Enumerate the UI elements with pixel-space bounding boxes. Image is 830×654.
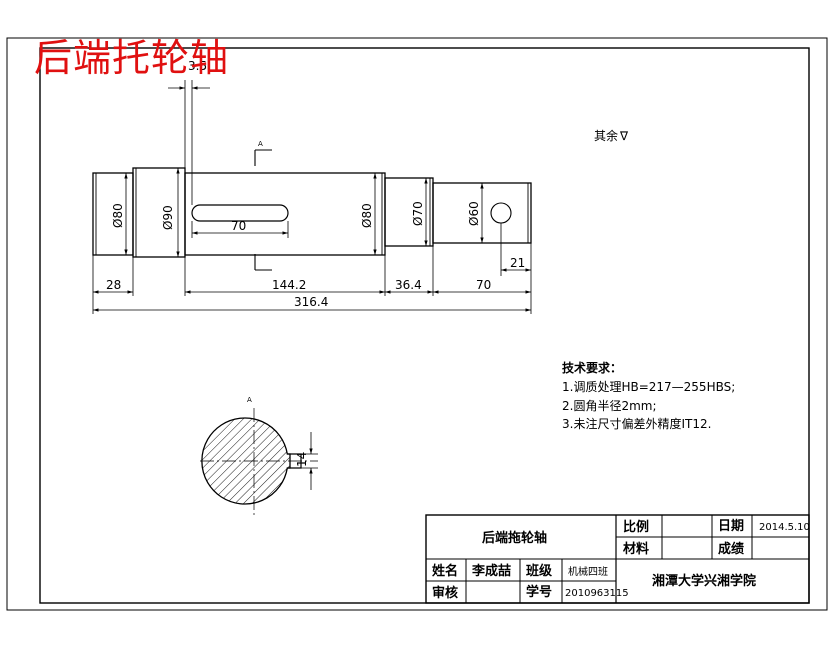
tb-class-value: 机械四班: [568, 565, 608, 578]
tb-material-label: 材料: [623, 541, 649, 557]
cross-section-view: A: [200, 396, 318, 518]
title-block: [425, 514, 810, 604]
dim-len-70: 70: [476, 278, 491, 292]
surface-note: 其余∇: [594, 128, 629, 143]
tech-requirements: 技术要求： 1.调质处理HB=217—255HBS; 2.圆角半径2mm; 3.…: [562, 360, 735, 431]
dim-keyway-length: 70: [231, 219, 246, 233]
tb-id-label: 学号: [526, 584, 552, 600]
tech-item-2: 2.圆角半径2mm;: [562, 399, 657, 413]
dim-len-21: 21: [510, 256, 525, 270]
tech-item-3: 3.未注尺寸偏差外精度IT12.: [562, 416, 711, 431]
tb-ratio-label: 比例: [623, 519, 649, 535]
dim-dia-90: Ø90: [161, 205, 175, 230]
dim-dia-70: Ø70: [411, 201, 425, 226]
tb-name-label: 姓名: [431, 563, 458, 579]
tb-part-name: 后端拖轮轴: [482, 530, 547, 546]
cross-hole: [490, 202, 512, 224]
tech-item-1: 1.调质处理HB=217—255HBS;: [562, 380, 735, 394]
tb-date-value: 2014.5.10: [759, 522, 810, 533]
dim-dia-60: Ø60: [467, 201, 481, 226]
tb-grade-label: 成绩: [718, 541, 744, 557]
overlay-title: 后端托轮轴: [34, 36, 230, 80]
shaft-front-view: [92, 167, 532, 258]
dim-dia-80-mid: Ø80: [360, 203, 374, 228]
dim-key-width: 14: [295, 452, 309, 467]
dim-top-offset: 3.5: [188, 59, 207, 73]
tb-school: 湘潭大学兴湘学院: [652, 573, 756, 589]
dim-dia-80-left: Ø80: [111, 203, 125, 228]
tb-date-label: 日期: [718, 519, 744, 534]
dim-len-total: 316.4: [294, 295, 328, 309]
tb-review-label: 审核: [432, 585, 458, 601]
tb-class-label: 班级: [526, 563, 553, 579]
tb-name-value: 李成喆: [471, 563, 511, 579]
dim-len-36-4: 36.4: [395, 278, 422, 292]
tech-heading: 技术要求：: [562, 360, 622, 375]
tb-id-value: 2010963115: [565, 588, 629, 599]
dim-len-144-2: 144.2: [272, 278, 306, 292]
keyway-slot: [191, 204, 289, 222]
svg-text:A: A: [247, 396, 252, 404]
drawing-frame: [39, 47, 810, 604]
dim-len-28: 28: [106, 278, 121, 292]
svg-text:A: A: [258, 140, 263, 148]
sheet-border: [6, 37, 828, 611]
